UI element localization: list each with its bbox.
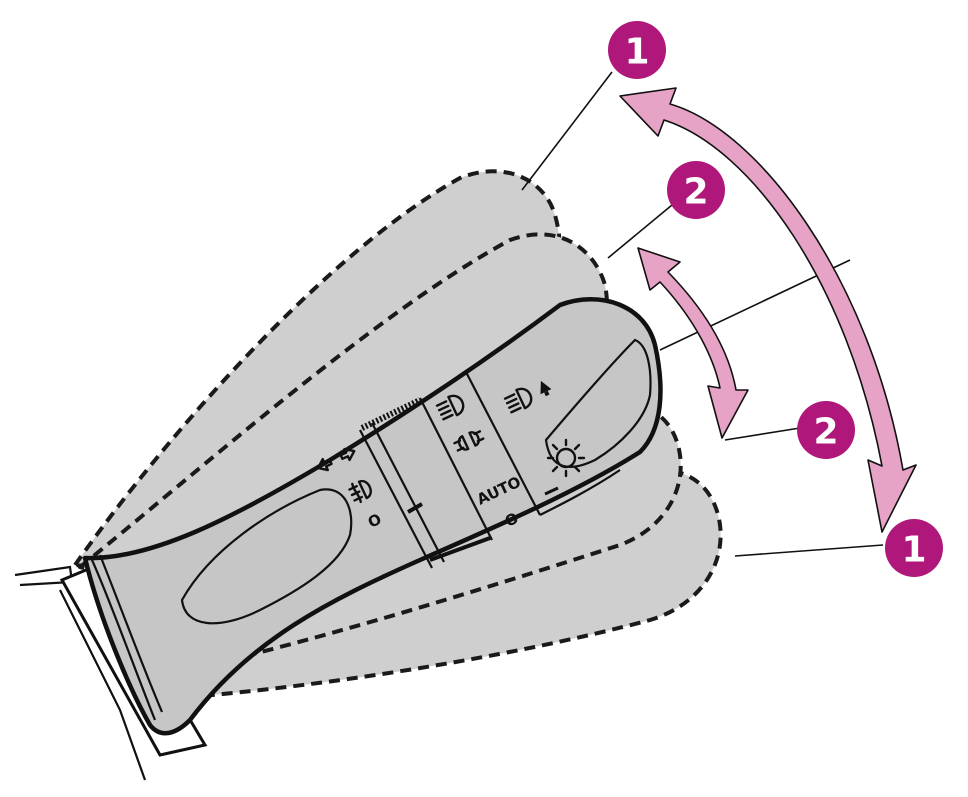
turn-signal-arrows-icon	[316, 447, 356, 472]
up-down-arrow-large	[619, 87, 917, 533]
light-switch-lever	[82, 297, 663, 736]
svg-text:2: 2	[683, 172, 708, 213]
callout-badge-1-bottom: 1	[885, 519, 943, 577]
up-down-arrow-small	[637, 247, 749, 439]
svg-text:1: 1	[624, 32, 649, 73]
headlight-flash-icon	[503, 380, 552, 414]
callout-badge-2-lower: 2	[797, 401, 855, 459]
headlight-high-beam-icon	[435, 394, 465, 421]
front-fog-light-icon	[348, 479, 372, 504]
svg-text:1: 1	[901, 530, 926, 571]
callout-badge-2-upper: 2	[667, 161, 725, 219]
svg-text:2: 2	[813, 412, 838, 453]
exterior-light-icon	[546, 438, 586, 478]
parking-light-icon	[453, 430, 485, 452]
callout-badge-1-top: 1	[608, 21, 666, 79]
lever-ghost-position-up-near	[78, 232, 609, 582]
